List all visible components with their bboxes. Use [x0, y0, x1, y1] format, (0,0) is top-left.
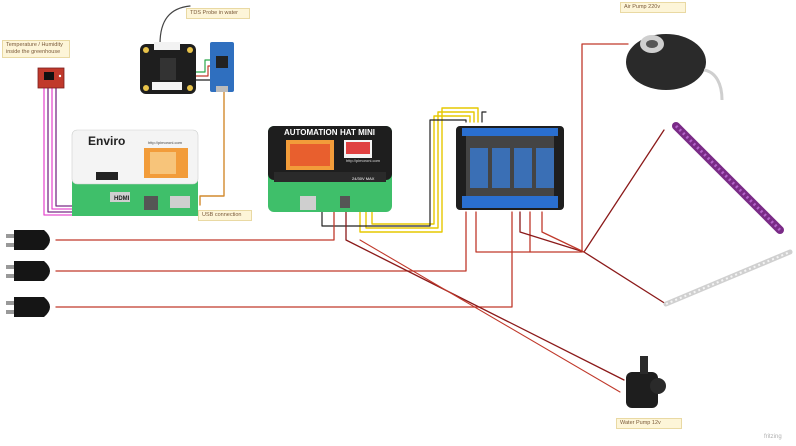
wires [43, 5, 667, 393]
wire-plug3-red [55, 211, 513, 308]
fritzing-brand: fritzing [764, 434, 782, 440]
automation-title: AUTOMATION [284, 128, 338, 137]
wire-light-2 [583, 251, 667, 305]
wire-black-1 [321, 119, 467, 227]
automation-url: http://pimoroni.com [346, 158, 381, 163]
wire-tds-green [192, 59, 215, 73]
automation-hat: HAT MINI [340, 128, 375, 137]
enviro-board [71, 129, 199, 216]
temp-humidity-sensor [37, 67, 65, 89]
white-led-strip [663, 249, 793, 307]
enviro-title: Enviro [88, 134, 126, 148]
automation-hat-board [268, 126, 392, 212]
wire-yellow-3 [371, 115, 471, 225]
wire-usb-connection [199, 91, 225, 206]
relay-module [456, 126, 564, 210]
enviro-url: http://pimoroni.com [148, 140, 183, 145]
wire-tds-probe-cable [159, 5, 191, 45]
mains-plug-2 [6, 261, 50, 281]
wire-plug2-red [55, 211, 467, 272]
note-tds-probe: TDS Probe in water [186, 8, 250, 19]
note-usb-connection: USB connection [198, 210, 252, 221]
purple-grow-light [672, 122, 784, 234]
wire-light-1 [519, 129, 665, 253]
note-water-pump: Water Pump 12v [616, 418, 682, 429]
mains-plug-1 [6, 230, 50, 250]
tds-sensor-board [140, 42, 196, 94]
water-pump [626, 356, 666, 408]
note-temp-humidity: Temperature / Humidity inside the greenh… [2, 40, 70, 58]
wire-yellow-2 [365, 111, 475, 229]
wire-black-2 [481, 111, 487, 123]
wire-water-pump-2 [359, 239, 621, 393]
usb-serial-board [210, 42, 234, 92]
mains-plug-3 [6, 297, 50, 317]
air-pump [626, 34, 724, 101]
enviro-hdmi: HDMI [114, 196, 130, 202]
wire-relay-extra [541, 211, 585, 253]
note-air-pump: Air Pump 220v [620, 2, 686, 13]
automation-voltage: 24/30V MAX [352, 176, 375, 181]
